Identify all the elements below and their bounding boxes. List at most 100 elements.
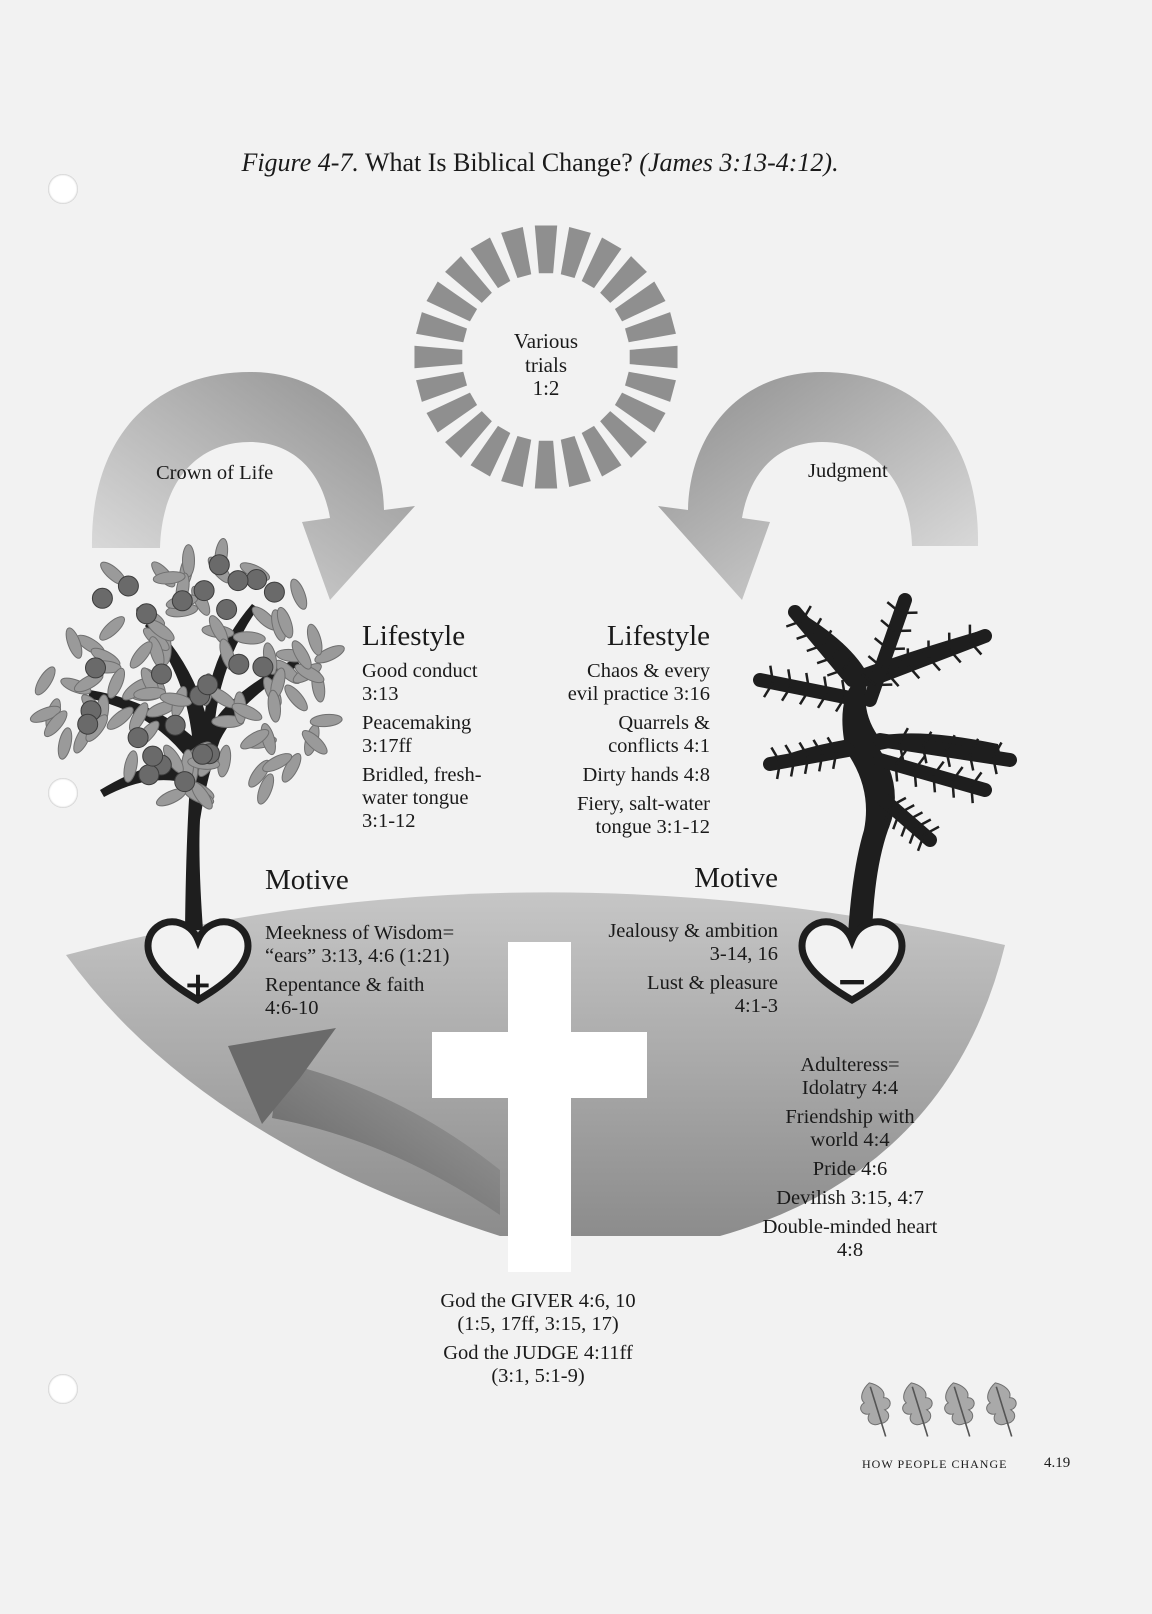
fruit — [165, 715, 185, 735]
fruit — [193, 744, 213, 764]
fruit — [92, 588, 112, 608]
fruit — [137, 604, 157, 624]
list-item: Double-minded heart4:8 — [730, 1216, 970, 1262]
fruit — [118, 576, 138, 596]
fruit — [172, 591, 192, 611]
thorn — [971, 786, 972, 803]
judgment-label: Judgment — [808, 460, 888, 483]
leaf — [32, 664, 59, 697]
left-lifestyle-heading: Lifestyle — [362, 620, 465, 652]
sun-ray — [630, 346, 678, 368]
fruit — [264, 582, 284, 602]
fruit — [175, 772, 195, 792]
fruit — [217, 600, 237, 620]
punch-hole-middle — [48, 778, 78, 808]
sun-ray — [416, 372, 467, 402]
thorn — [934, 775, 935, 792]
right-motive-heading: Motive — [640, 862, 778, 894]
leaf — [310, 713, 343, 728]
fruit — [228, 571, 248, 591]
right-lifestyle-heading: Lifestyle — [560, 620, 710, 652]
fruit — [209, 555, 229, 575]
oak-leaf-icon — [855, 1379, 899, 1441]
list-item: Bridled, fresh-water tongue3:1-12 — [362, 764, 482, 833]
left-motive-heading: Motive — [265, 864, 349, 896]
fruit — [86, 658, 106, 678]
page-number: 4.19 — [1044, 1455, 1070, 1472]
book-title: HOW PEOPLE CHANGE — [862, 1458, 1007, 1471]
figure-title: Figure 4-7. What Is Biblical Change? (Ja… — [0, 148, 1080, 177]
thorny-tree-icon — [760, 600, 1010, 935]
list-item: Friendship withworld 4:4 — [730, 1106, 970, 1152]
oak-leaf-icon — [981, 1379, 1025, 1441]
sun-ray — [501, 436, 531, 487]
list-item: Dirty hands 4:8 — [520, 764, 710, 787]
leaf — [56, 727, 74, 761]
sun-ray — [561, 436, 591, 487]
fruit — [253, 657, 273, 677]
sun-ray — [561, 227, 591, 278]
minus-mark: − — [834, 960, 870, 1003]
list-item: Repentance & faith4:6-10 — [265, 974, 454, 1020]
oak-leaf-icon — [897, 1379, 941, 1441]
leaf — [233, 631, 266, 645]
punch-hole-top — [48, 174, 78, 204]
sun-ray — [625, 372, 676, 402]
leaf — [305, 623, 325, 657]
oak-leaves-logo — [855, 1379, 1025, 1441]
fruit — [139, 765, 159, 785]
figure-label: Figure 4-7. — [241, 148, 358, 177]
figure-reference: (James 3:13-4:12). — [639, 148, 838, 177]
list-item: Meekness of Wisdom=“ears” 3:13, 4:6 (1:2… — [265, 922, 454, 968]
thorn — [953, 781, 954, 798]
sun-line-1: Various — [476, 330, 616, 354]
sun-ray — [501, 227, 531, 278]
fruit — [247, 570, 267, 590]
punch-hole-bottom — [48, 1374, 78, 1404]
fruit — [229, 654, 249, 674]
left-motive-list: Meekness of Wisdom=“ears” 3:13, 4:6 (1:2… — [265, 922, 454, 1026]
fruit — [78, 714, 98, 734]
fruit — [128, 728, 148, 748]
fruit — [143, 746, 163, 766]
list-item: Adulteress=Idolatry 4:4 — [730, 1054, 970, 1100]
oak-leaf-icon — [939, 1379, 983, 1441]
plus-mark: + — [180, 966, 216, 1004]
sun-ray — [535, 441, 557, 489]
sun-ray — [535, 225, 557, 273]
list-item: Pride 4:6 — [730, 1158, 970, 1181]
crown-of-life-label: Crown of Life — [156, 462, 273, 485]
leaf — [183, 545, 195, 577]
fruit — [198, 675, 218, 695]
sun-ray — [414, 346, 462, 368]
sun-line-2: trials — [476, 354, 616, 378]
fruit — [152, 664, 172, 684]
list-item: Jealousy & ambition3-14, 16 — [560, 920, 778, 966]
sun-ray — [416, 312, 467, 342]
sun-label: Various trials 1:2 — [476, 330, 616, 401]
thorn — [915, 770, 916, 787]
fruit — [194, 581, 214, 601]
god-label: God the GIVER 4:6, 10(1:5, 17ff, 3:15, 1… — [398, 1290, 678, 1394]
leaf — [281, 682, 311, 714]
heart-idolatry-list: Adulteress=Idolatry 4:4 Friendship withw… — [730, 1054, 970, 1268]
leaf — [287, 577, 310, 611]
god-giver: God the GIVER 4:6, 10(1:5, 17ff, 3:15, 1… — [398, 1290, 678, 1336]
judgment-arrow — [658, 372, 978, 600]
list-item: Devilish 3:15, 4:7 — [730, 1187, 970, 1210]
list-item: Quarrels &conflicts 4:1 — [520, 712, 710, 758]
thorn — [896, 765, 897, 782]
god-judge: God the JUDGE 4:11ff(3:1, 5:1-9) — [398, 1342, 678, 1388]
sun-line-3: 1:2 — [476, 377, 616, 401]
figure-main-title: What Is Biblical Change? — [365, 148, 633, 177]
sun-ray — [625, 312, 676, 342]
